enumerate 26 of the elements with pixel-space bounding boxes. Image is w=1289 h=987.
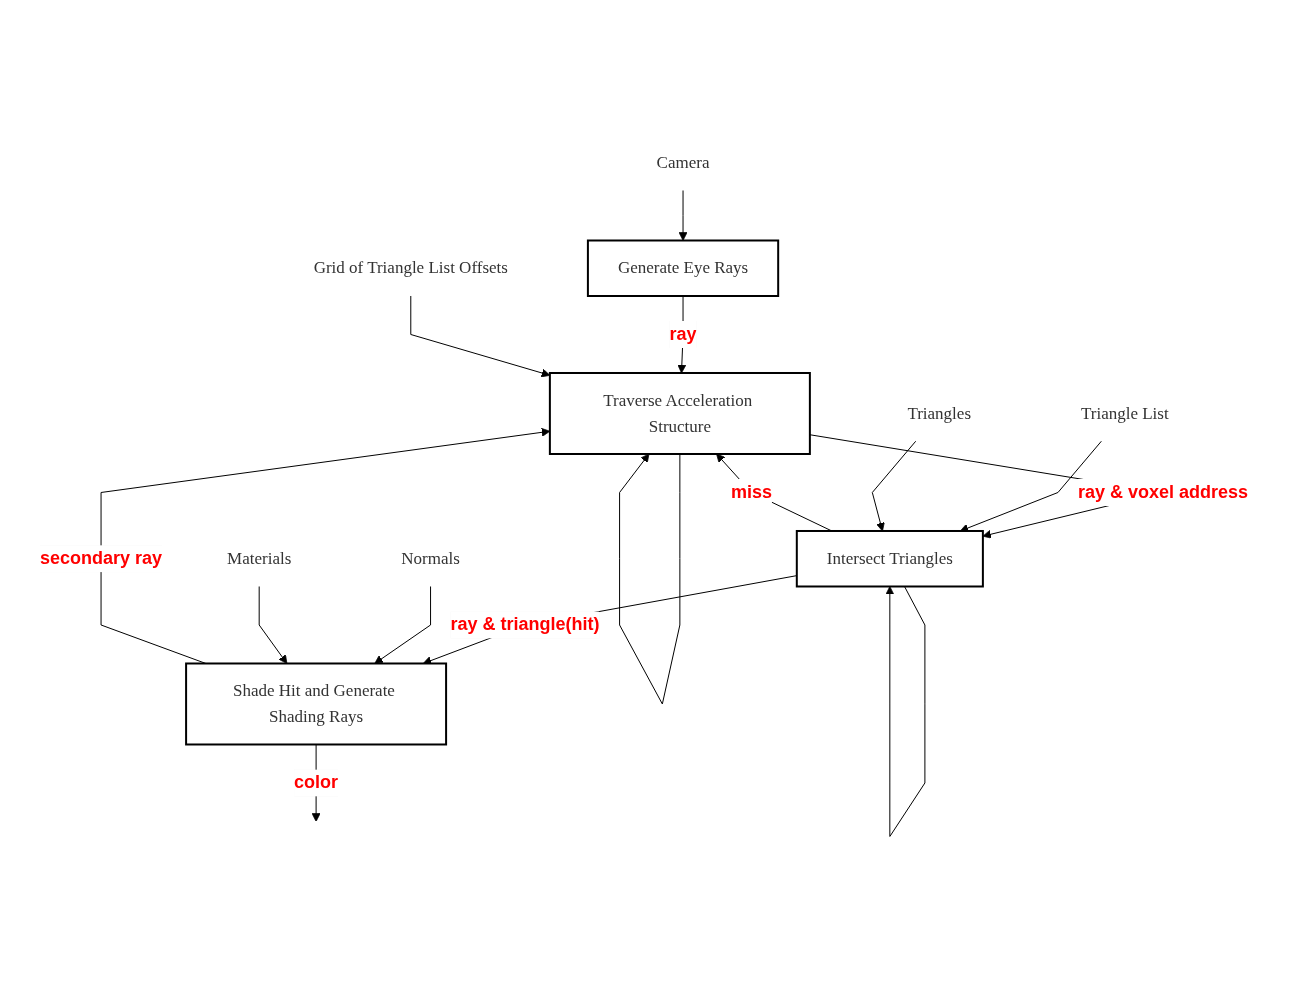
edge-label: secondary ray	[40, 548, 163, 569]
arrow	[679, 190, 688, 242]
arrow	[619, 453, 681, 705]
arrow	[374, 586, 432, 665]
arrow	[259, 586, 288, 665]
edge-label: ray & voxel address	[1078, 482, 1249, 503]
edge-label: color	[294, 772, 339, 793]
arrow	[872, 441, 917, 532]
arrow	[716, 453, 833, 532]
node-text: Triangles	[907, 403, 972, 423]
edge-label: ray & triangle(hit)	[451, 614, 601, 635]
node-text: Camera	[657, 153, 710, 173]
node-text: Grid of Triangle List Offsets	[314, 258, 509, 278]
node-box: Generate Eye Rays	[587, 239, 780, 298]
arrow	[410, 295, 551, 378]
node-text: Triangle List	[1081, 403, 1170, 423]
node-box: Intersect Triangles	[796, 530, 985, 588]
arrow	[960, 441, 1103, 533]
arrow	[885, 586, 926, 838]
edge-label: miss	[731, 482, 773, 503]
node-box: Traverse Acceleration Structure	[549, 372, 812, 456]
arrow	[101, 428, 551, 665]
node-box: Shade Hit and Generate Shading Rays	[185, 662, 448, 746]
node-text: Normals	[401, 549, 461, 569]
edge-label: ray	[669, 324, 698, 345]
node-text: Materials	[227, 549, 292, 569]
